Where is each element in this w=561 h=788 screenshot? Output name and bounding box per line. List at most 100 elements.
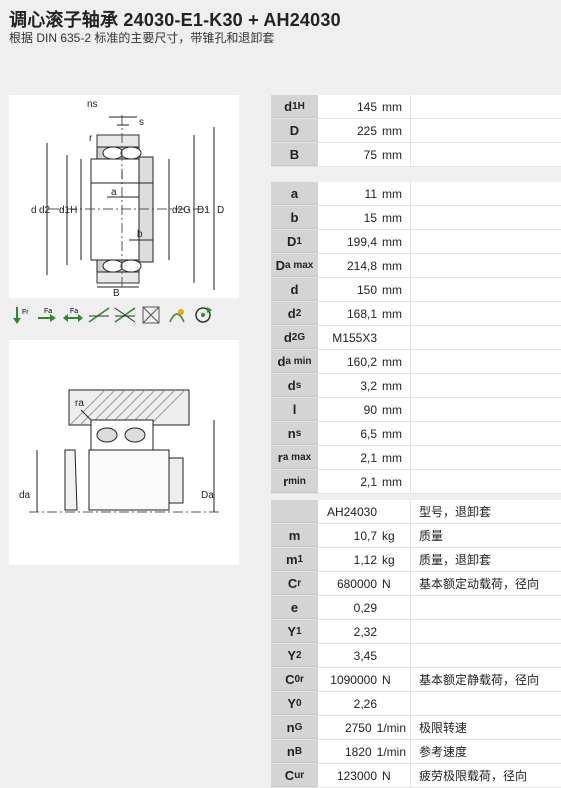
mounting-drawing-panel: ra da Da [9,340,239,565]
parameter-description [410,143,561,166]
parameter-description [410,596,561,619]
parameter-description [410,470,561,493]
parameter-description [410,95,561,118]
svg-text:Fa: Fa [70,308,78,315]
parameter-description [410,446,561,469]
parameter-symbol: m [271,524,318,547]
parameter-symbol: l [271,398,318,421]
angular-misalignment-icon [87,303,111,327]
label-s: s [139,117,144,128]
parameter-description [410,230,561,253]
bearing-property-icons: Fr Fa Fa [9,303,215,327]
page-title: 调心滚子轴承 24030-E1-K30 + AH24030 [9,10,341,30]
parameter-description: 疲劳极限载荷，径向 [410,764,561,787]
parameter-value: 3,45 [318,644,410,667]
parameter-symbol: e [271,596,318,619]
parameter-value: M155X3 [318,326,410,349]
parameter-description: 极限转速 [410,716,561,739]
label-r: r [89,133,93,144]
parameter-value: 2,26 [318,692,410,715]
parameter-symbol: d [271,278,318,301]
parameter-description: 质量，退卸套 [410,548,561,571]
parameter-symbol [271,500,318,523]
parameter-symbol: a [271,182,318,205]
bearing-cross-section-drawing: ns s r d d2 d1H a l d2G D1 D b B [31,99,224,299]
lubrication-icon [165,303,189,327]
parameter-description: 基本额定动载荷，径向 [410,572,561,595]
parameter-description [410,398,561,421]
label-ra: ra [75,398,84,409]
parameter-description [410,374,561,397]
label-d2: d2 [39,205,51,216]
label-Da: Da [201,490,214,501]
parameter-description [410,254,561,277]
parameter-symbol: B [271,143,318,166]
label-b: b [137,229,143,240]
parameter-description: 参考速度 [410,740,561,763]
parameter-description: 型号，退卸套 [410,500,561,523]
label-B: B [113,288,120,298]
parameter-description [410,326,561,349]
page-subtitle: 根据 DIN 635-2 标准的主要尺寸，带锥孔和退卸套 [9,31,275,45]
label-a: a [111,187,117,198]
parameter-description [410,206,561,229]
parameter-description [410,119,561,142]
label-D1: D1 [197,205,210,216]
parameter-description [410,692,561,715]
label-D: D [217,205,224,216]
parameter-description [410,278,561,301]
label-ns: ns [87,99,98,110]
bearing-drawing-panel: ns s r d d2 d1H a l d2G D1 D b B [9,95,239,299]
